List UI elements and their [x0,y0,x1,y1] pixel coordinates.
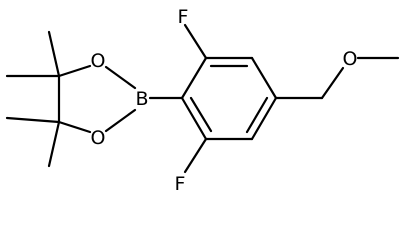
bond-methyl-bottom-left [5,116,61,124]
atom-oxygen-ring-bottom: O [91,127,106,149]
ring-bond-c3-c4 [250,56,278,100]
molecule-structure: F F B O O O [5,6,400,195]
bond-ch2-oxygen [320,66,345,100]
ring-bond-c6-c1 [180,96,208,141]
bond-methyl-top-up [47,30,61,78]
benzene-ring [180,56,278,141]
bond-boron-oxygen-bottom [104,108,137,133]
atom-fluorine-bottom: F [175,173,186,195]
bond-oxygen-top-carbon [57,64,92,78]
bond-methyl-bottom-down [47,120,61,168]
bond-c2-fluorine [183,23,208,60]
ring-bond-c1-c2 [180,56,208,100]
bond-oxygen-bottom-carbon [57,120,92,134]
ring-bond-c4-c5 [250,96,278,141]
atom-boron: B [135,88,148,110]
bond-boron-oxygen-top [104,65,137,90]
atom-oxygen-ether: O [343,48,358,70]
ring-bond-c4-c5-inner [245,96,269,134]
bond-c6-fluorine [183,137,208,174]
atom-fluorine-top: F [178,6,189,28]
atom-oxygen-ring-top: O [91,50,106,72]
ring-bond-c6-c1-inner [189,96,213,133]
